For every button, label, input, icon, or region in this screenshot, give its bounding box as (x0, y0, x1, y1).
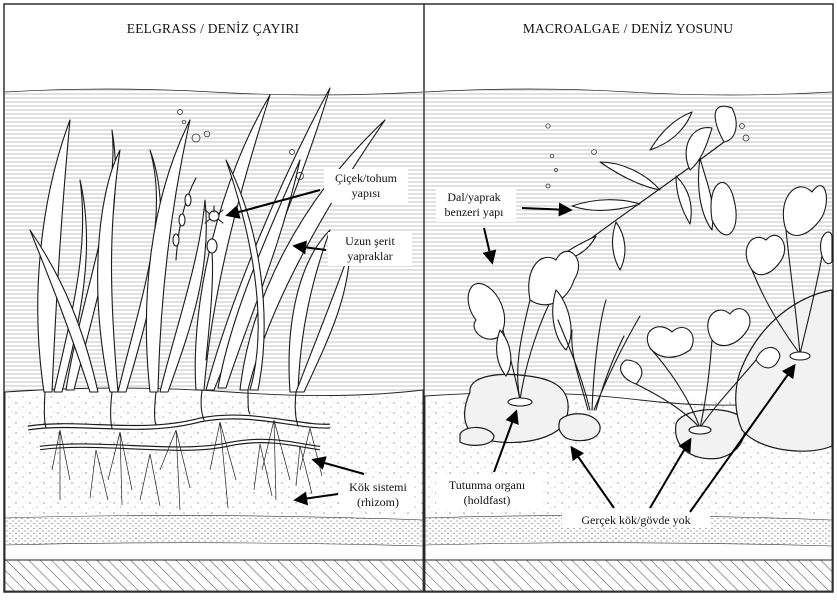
holdfast-label-line2: (holdfast) (464, 493, 511, 507)
frond-label-line1: Dal/yaprak (447, 190, 500, 204)
leaves-label-line1: Uzun şerit (345, 234, 395, 248)
sediment-layer-left (5, 515, 423, 546)
eelgrass-panel: EELGRASS / DENİZ ÇAYIRI Çiçek/tohum yapı… (5, 21, 423, 591)
roots-label-line1: Kök sistemi (349, 480, 407, 494)
flower-label-line1: Çiçek/tohum (335, 171, 398, 185)
no-root-label: Gerçek kök/gövde yok (581, 513, 690, 527)
flower-label-line2: yapısı (352, 186, 381, 200)
roots-label-line2: (rhizom) (357, 495, 399, 509)
leaves-label-line2: yapraklar (347, 249, 392, 263)
holdfast-label-line1: Tutunma organı (449, 478, 526, 492)
bedrock-right (425, 560, 832, 591)
left-panel-title: EELGRASS / DENİZ ÇAYIRI (127, 21, 300, 36)
bedrock-left (5, 560, 423, 591)
frond-label-line2: benzeri yapı (445, 205, 505, 219)
right-panel-title: MACROALGAE / DENİZ YOSUNU (523, 21, 733, 36)
macroalgae-panel: MACROALGAE / DENİZ YOSUNU Dal/yaprak ben… (425, 21, 832, 591)
